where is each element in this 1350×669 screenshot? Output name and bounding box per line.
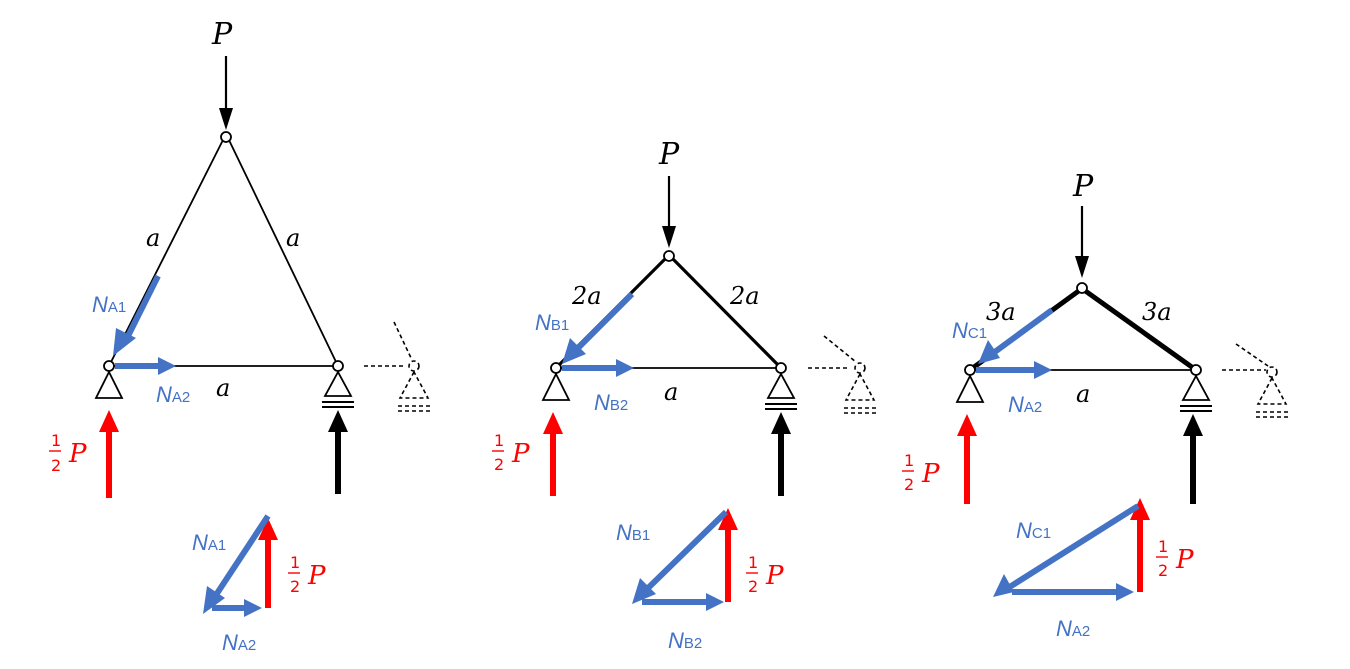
roller-support-b	[766, 372, 796, 399]
force-label-a1: NA1	[92, 292, 126, 317]
truss-c: P 3a 3a a NC1 NA2 1	[902, 169, 1288, 641]
force-arrowhead-c1	[978, 340, 1000, 364]
load-p-label-a: P	[211, 17, 233, 52]
displaced-support-a	[364, 321, 430, 412]
svg-text:P: P	[765, 561, 784, 591]
joint-top-a	[220, 131, 232, 143]
pin-support-a	[94, 369, 124, 399]
side-label-right-b: 2a	[729, 282, 760, 310]
roller-support-a	[323, 370, 353, 397]
joint-right-a	[332, 360, 344, 372]
force-arrowhead-a2	[158, 357, 176, 375]
svg-text:P: P	[921, 459, 940, 489]
svg-text:2: 2	[290, 577, 300, 596]
load-p-arrowhead-b	[662, 226, 676, 248]
load-p-label-b: P	[658, 137, 680, 172]
force-label-c1: NC1	[952, 318, 987, 343]
load-p-arrowhead-a	[219, 108, 233, 130]
reaction-left-head-a	[99, 410, 119, 432]
reaction-label-c: 1 2 P	[902, 451, 940, 494]
bottom-label-a: a	[216, 374, 230, 402]
joint-top-b	[663, 250, 675, 262]
truss-a: P a a a NA1	[49, 17, 430, 655]
member-right-a	[227, 137, 339, 367]
joint-top-c	[1076, 282, 1088, 294]
force-triangle-b: NB1 NB2 1 2 P	[616, 508, 784, 653]
svg-text:1: 1	[904, 451, 914, 470]
reaction-right-head-b	[771, 412, 791, 434]
joint-left-b	[550, 362, 562, 374]
force-arrow-c1	[990, 307, 1054, 357]
bottom-label-c: a	[1076, 380, 1090, 408]
reaction-right-head-a	[328, 410, 348, 432]
joint-left-c	[964, 364, 976, 376]
pin-support-b	[541, 371, 571, 401]
svg-text:2: 2	[1158, 561, 1168, 580]
side-label-left-c: 3a	[986, 298, 1016, 326]
side-label-left-a: a	[146, 224, 160, 252]
load-p-label-c: P	[1072, 169, 1094, 204]
svg-text:1: 1	[51, 431, 61, 450]
displaced-support-c	[1222, 343, 1288, 418]
force-arrowhead-c2	[1034, 361, 1052, 379]
svg-text:NA1: NA1	[192, 530, 226, 555]
reaction-label-b: 1 2 P	[492, 431, 530, 474]
force-label-a2: NA2	[156, 382, 190, 407]
reaction-left-head-b	[543, 412, 563, 434]
displaced-support-b	[808, 335, 876, 414]
svg-text:1: 1	[494, 431, 504, 450]
svg-text:P: P	[307, 561, 326, 591]
svg-text:NB1: NB1	[616, 520, 650, 545]
svg-text:NA2: NA2	[1056, 616, 1090, 641]
side-label-right-a: a	[286, 224, 300, 252]
svg-text:1: 1	[748, 553, 758, 572]
svg-text:P: P	[68, 439, 87, 469]
member-right-b	[669, 255, 783, 370]
reaction-right-head-c	[1183, 414, 1203, 436]
bottom-label-b: a	[664, 378, 678, 406]
svg-text:1: 1	[290, 553, 300, 572]
side-label-left-b: 2a	[571, 282, 602, 310]
joint-left-a	[103, 360, 115, 372]
force-arrow-b1	[571, 291, 635, 355]
svg-text:P: P	[511, 439, 530, 469]
pin-support-c	[955, 373, 985, 403]
force-triangle-a: NA1 NA2 1 2 P	[192, 514, 326, 655]
roller-support-c	[1181, 374, 1211, 401]
reaction-left-head-c	[957, 414, 977, 436]
svg-text:2: 2	[51, 456, 61, 475]
side-label-right-c: 3a	[1142, 298, 1172, 326]
svg-text:P: P	[1175, 545, 1194, 575]
member-left-a	[108, 137, 225, 367]
svg-text:2: 2	[494, 455, 504, 474]
joint-right-b	[775, 362, 787, 374]
svg-text:NC1: NC1	[1016, 518, 1051, 543]
svg-text:1: 1	[1158, 537, 1168, 556]
svg-text:2: 2	[748, 577, 758, 596]
truss-b: P 2a 2a a NB1 NB2 1	[492, 137, 876, 653]
force-arrowhead-a1	[113, 328, 136, 356]
force-triangle-c: NC1 NA2 1 2 P	[993, 498, 1194, 641]
member-right-c	[1082, 287, 1198, 373]
force-arrow-a1	[123, 274, 161, 342]
force-label-b2: NB2	[594, 390, 628, 415]
force-arrowhead-b1	[562, 338, 586, 364]
force-label-c2: NA2	[1008, 392, 1042, 417]
load-p-arrowhead-c	[1075, 256, 1089, 278]
reaction-label-a: 1 2 P	[49, 431, 87, 475]
svg-text:NA2: NA2	[222, 630, 256, 655]
svg-text:2: 2	[904, 475, 914, 494]
svg-text:NB2: NB2	[668, 628, 702, 653]
force-label-b1: NB1	[535, 310, 569, 335]
joint-right-c	[1190, 364, 1202, 376]
force-arrowhead-b2	[616, 359, 634, 377]
